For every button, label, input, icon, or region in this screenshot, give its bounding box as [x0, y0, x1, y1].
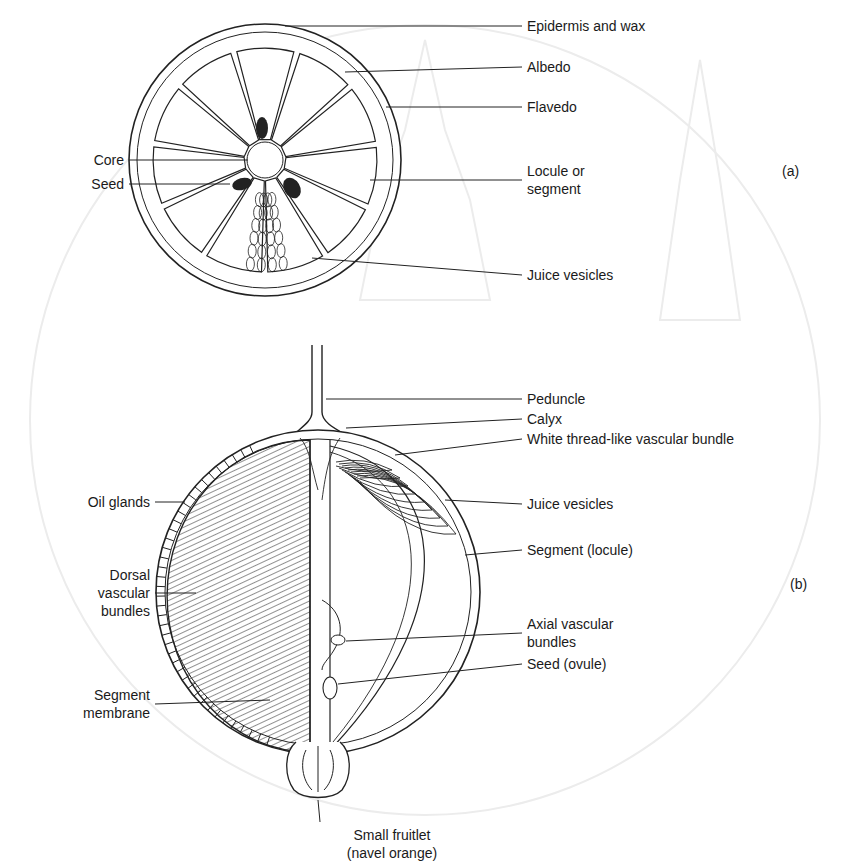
part-label: Core — [94, 151, 124, 169]
vesicle — [254, 206, 262, 220]
vesicle — [257, 258, 265, 272]
part-label: Seed (ovule) — [527, 655, 606, 673]
vesicle — [267, 232, 275, 246]
vesicle — [258, 245, 266, 259]
oil-gland — [160, 624, 169, 626]
longitudinal-section — [156, 345, 480, 798]
part-label: Flavedo — [527, 98, 577, 116]
oil-gland — [241, 450, 245, 458]
vesicle — [252, 218, 260, 232]
oil-gland — [169, 529, 177, 533]
oil-gland — [208, 704, 214, 711]
part-label: Juice vesicles — [527, 495, 613, 513]
oil-gland — [157, 576, 166, 578]
oil-gland — [160, 557, 169, 559]
part-label: Seed — [91, 175, 124, 193]
part-label: Dorsal vascular bundles — [78, 566, 150, 620]
part-label: Locule or segment — [527, 162, 607, 198]
segment — [153, 147, 245, 204]
watermark — [30, 25, 820, 815]
vesicle — [267, 245, 275, 259]
oil-gland — [195, 487, 202, 493]
vesicle — [277, 244, 285, 258]
oil-gland — [156, 586, 165, 587]
vesicle — [348, 469, 424, 502]
oil-gland — [168, 651, 176, 654]
oil-gland — [177, 667, 185, 672]
oil-gland — [216, 466, 222, 473]
oil-gland — [173, 520, 181, 524]
vesicle — [255, 193, 263, 207]
oil-gland — [209, 473, 215, 480]
oil-gland — [248, 730, 252, 738]
part-label: Axial vascular bundles — [527, 615, 639, 651]
vesicle — [246, 257, 254, 271]
oil-gland — [162, 633, 171, 635]
oil-gland — [182, 675, 190, 680]
oil-gland — [165, 538, 174, 541]
oil-gland — [223, 716, 228, 723]
cross-section — [129, 24, 401, 296]
oil-gland — [232, 455, 237, 463]
vesicle — [268, 258, 276, 272]
oil-gland — [240, 726, 244, 734]
oil-gland — [202, 480, 208, 486]
leader-lines — [129, 26, 522, 822]
panel-letter: (a) — [782, 162, 799, 180]
part-label: Albedo — [527, 58, 571, 76]
vesicle — [351, 471, 432, 510]
oil-gland — [158, 567, 167, 568]
oil-gland — [189, 495, 196, 500]
panel-letter: (b) — [790, 575, 807, 593]
oil-gland — [156, 596, 165, 597]
vesicle — [360, 477, 456, 534]
part-label: Epidermis and wax — [527, 17, 645, 35]
oil-gland — [250, 445, 254, 453]
oil-gland — [188, 683, 195, 688]
oil-gland — [215, 710, 221, 717]
part-label: White thread-like vascular bundle — [527, 430, 734, 448]
vesicle — [275, 231, 283, 245]
oil-gland — [231, 721, 236, 729]
oil-gland — [183, 503, 191, 508]
oil-gland — [224, 460, 229, 467]
segment — [281, 89, 375, 156]
part-label: Segment membrane — [68, 686, 150, 722]
vesicle — [354, 473, 440, 518]
part-label: Oil glands — [88, 493, 150, 511]
vesicle — [258, 232, 266, 246]
vesicle — [279, 256, 287, 270]
oil-gland — [157, 605, 166, 607]
vesicle — [357, 475, 448, 526]
part-label: Juice vesicles — [527, 266, 613, 284]
oil-gland — [172, 659, 180, 663]
vesicle — [250, 231, 258, 245]
oil-gland — [267, 737, 270, 746]
vesicle — [248, 244, 256, 258]
oil-gland — [162, 547, 171, 550]
oil-gland — [194, 690, 201, 696]
oil-gland — [165, 642, 174, 645]
oil-gland — [158, 615, 167, 616]
part-label: Small fruitlet (navel orange) — [336, 826, 448, 862]
part-label: Peduncle — [527, 390, 585, 408]
oil-gland — [257, 734, 260, 742]
part-label: Segment (locule) — [527, 541, 633, 559]
part-label: Calyx — [527, 410, 562, 428]
oil-gland — [178, 511, 186, 516]
